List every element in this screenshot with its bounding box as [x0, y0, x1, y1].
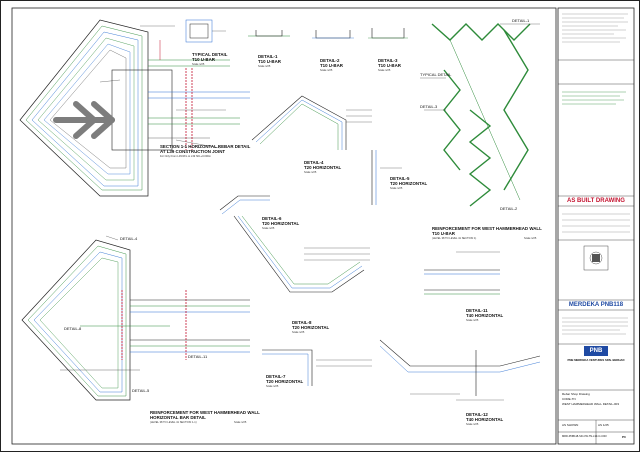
detail-12-horizontal-bar [379, 339, 541, 401]
detail-11-horizontal-bar [424, 251, 500, 295]
detail-4-sub: T20 HORIZONTAL [304, 165, 342, 170]
typical-detail-title: TYPICAL DETAIL [192, 52, 228, 57]
detail-8-scale: Scale 1/25 [292, 330, 305, 334]
section-1-1-plan [19, 19, 250, 197]
reinf-horiz-line1: REINFORCEMENT FOR WEST HAMMERHEAD WALL [150, 410, 260, 415]
callout-detail-8: DETAIL-8 [64, 326, 82, 331]
detail-11-sub: T40 HORIZONTAL [466, 313, 504, 318]
drawing-scale: AS SHOWN [562, 423, 579, 427]
drawing-number: MRD-PNB118-SD-CW-TN-L39-CJ-003 [562, 435, 607, 438]
reinf-ubar-line1: REINFORCEMENT FOR WEST HAMMERHEAD WALL [432, 226, 542, 231]
detail-2-horizontal-bar [233, 215, 370, 293]
section-title-line1: SECTION 1-1 HORIZONTAL REBAR DETAIL [160, 144, 251, 149]
west-hammerhead-horizontal-plan [21, 235, 250, 401]
detail-4-horizontal-bar [251, 95, 372, 150]
detail-5-scale: Scale 1/25 [390, 186, 403, 190]
west-hammerhead-ubar-zigzag [420, 23, 540, 207]
callout-detail-4: DETAIL-4 [120, 236, 138, 241]
drawing-title-1: Rebar Shop Drawing [562, 392, 590, 396]
detail-3-scale: Scale 1/25 [378, 68, 391, 72]
reinf-ubar-line2: T10 U-BAR [432, 231, 456, 236]
company-name: PNB MERDEKA VENTURES SDN. BERHAD [567, 358, 625, 362]
detail-12-title: DETAIL-12 [466, 412, 488, 417]
section-title-line2: AT L39 CONSTRUCTION JOINT [160, 149, 225, 154]
detail-4-title: DETAIL-4 [304, 160, 324, 165]
drawing-border [11, 7, 557, 445]
detail-1-scale: Scale 1/25 [258, 64, 271, 68]
detail-6-horizontal-bar [219, 195, 270, 215]
as-built-label: AS BUILT DRAWING [567, 198, 625, 204]
detail-3-title: DETAIL-3 [378, 58, 398, 63]
detail-7-title: DETAIL-7 [266, 374, 286, 379]
pnb-logo: PNB [584, 346, 608, 356]
detail-7-scale: Scale 1/25 [266, 384, 279, 388]
detail-12-sub: T40 HORIZONTAL [466, 417, 504, 422]
callout-detail-5: DETAIL-5 [132, 388, 150, 393]
detail-11-title: DETAIL-11 [466, 308, 488, 313]
detail-1-sub: T10 U-BAR [258, 59, 282, 64]
sheet-scale: AS 1/25 [598, 423, 609, 427]
detail-5-title: DETAIL-5 [390, 176, 410, 181]
detail-6-scale: Scale 1/25 [262, 226, 275, 230]
callout-detail-1: DETAIL-1 [512, 18, 530, 23]
callout-detail-2: DETAIL-2 [500, 206, 518, 211]
reinf-ubar-scale: Scale 1/25 [524, 236, 537, 240]
detail-6-title: DETAIL-6 [262, 216, 282, 221]
detail-6-sub: T20 HORIZONTAL [262, 221, 300, 226]
typical-detail-ubar [185, 19, 226, 43]
drawing-title-2: CORE-TN [562, 397, 576, 401]
detail-1-ubar [248, 30, 290, 37]
drawing-title-3: WEST HAMMERHEAD WALL DETAIL-003 [562, 402, 620, 406]
detail-11-scale: Scale 1/25 [466, 318, 479, 322]
title-block [558, 13, 634, 444]
detail-4-scale: Scale 1/25 [304, 170, 317, 174]
callout-typical: TYPICAL DETAIL [420, 72, 452, 77]
detail-5-horizontal-bar [371, 150, 402, 205]
section-title-line3: For Only From L39 RFL to L39 SFL+0.000m [160, 154, 211, 158]
detail-2-sub: T10 U-BAR [320, 63, 344, 68]
typical-detail-sub: T10 U-BAR [192, 57, 216, 62]
callout-detail-3: DETAIL-3 [420, 104, 438, 109]
detail-2-ubar [312, 30, 354, 39]
reinf-ubar-line3: (LEVEL 38 TO LEVEL 41 SECTION 1) [432, 236, 476, 240]
revision: P0 [622, 435, 626, 439]
detail-3-sub: T10 U-BAR [378, 63, 402, 68]
detail-5-sub: T20 HORIZONTAL [390, 181, 428, 186]
detail-8-sub: T20 HORIZONTAL [292, 325, 330, 330]
detail-8-title: DETAIL-8 [292, 320, 312, 325]
typical-detail-scale: Scale 1/25 [192, 62, 205, 66]
wall-direction-arrow-icon [53, 101, 115, 139]
reinf-horiz-scale: Scale 1/25 [234, 420, 247, 424]
detail-2-title: DETAIL-2 [320, 58, 340, 63]
detail-3-ubar [368, 28, 408, 39]
detail-7-horizontal-bar [262, 349, 372, 386]
project-name: MERDEKA PNB118 [568, 302, 624, 308]
callout-detail-11: DETAIL-11 [188, 354, 208, 359]
reinf-horiz-line3: (LEVEL 38 TO LEVEL 41 SECTION 1-1) [150, 420, 197, 424]
detail-2-scale: Scale 1/25 [320, 68, 333, 72]
detail-1-title: DETAIL-1 [258, 54, 278, 59]
detail-7-sub: T20 HORIZONTAL [266, 379, 304, 384]
detail-12-scale: Scale 1/25 [466, 422, 479, 426]
reinf-horiz-line2: HORIZONTAL BAR DETAIL [150, 415, 206, 420]
